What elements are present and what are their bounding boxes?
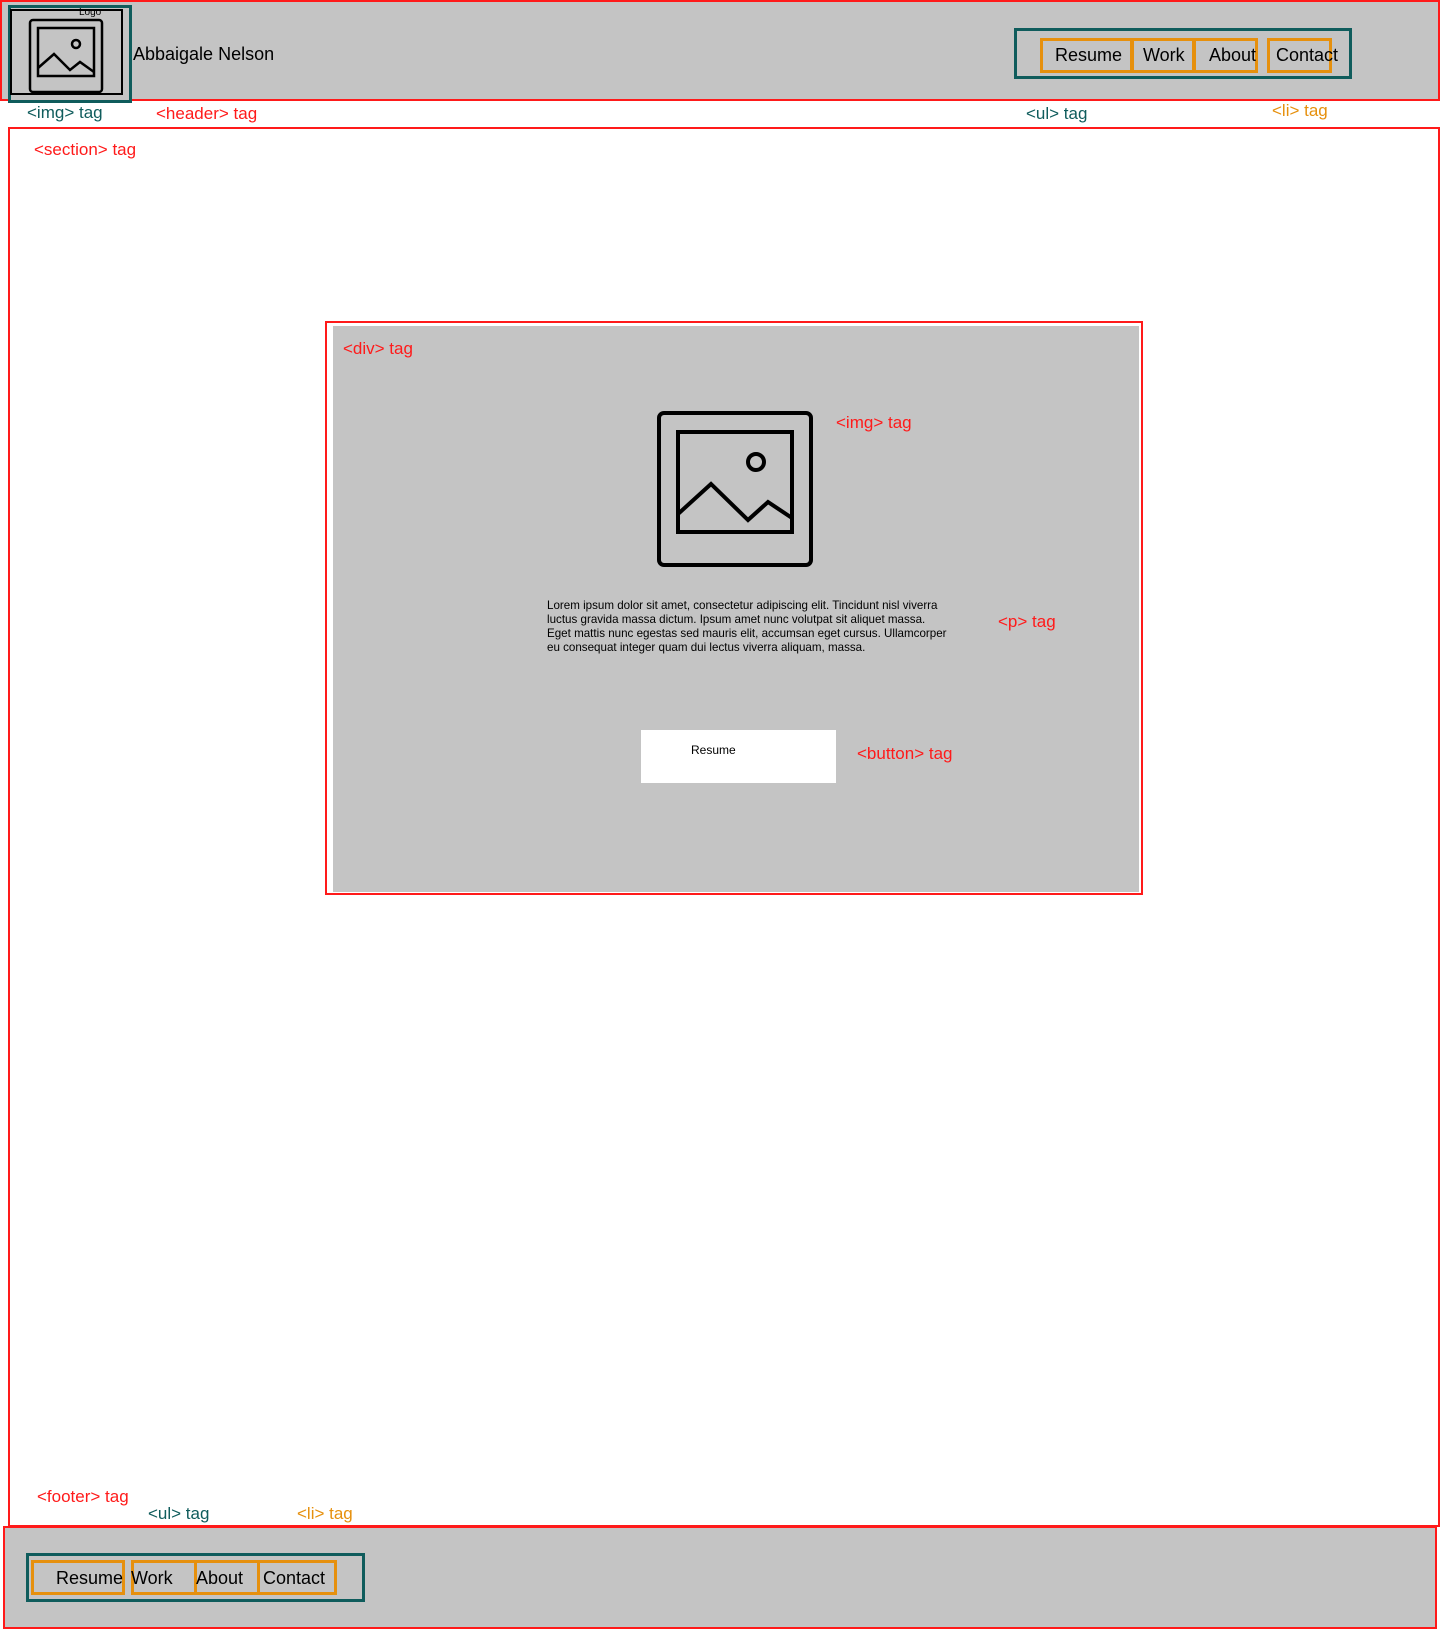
paragraph-line: eu consequat integer quam dui lectus viv… bbox=[547, 641, 866, 654]
annotation-header: <header> tag bbox=[156, 104, 258, 123]
content-div-fill bbox=[333, 326, 1139, 892]
paragraph-line: luctus gravida massa dictum. Ipsum amet … bbox=[547, 613, 926, 626]
annotation-footer-li: <li> tag bbox=[297, 1504, 353, 1523]
header-nav-label-work: Work bbox=[1143, 45, 1185, 65]
main-paragraph: Lorem ipsum dolor sit amet, consectetur … bbox=[547, 599, 987, 655]
paragraph-line: Lorem ipsum dolor sit amet, consectetur … bbox=[547, 599, 938, 612]
main-image-icon bbox=[656, 410, 814, 568]
annotation-footer: <footer> tag bbox=[37, 1487, 129, 1506]
footer-nav-item-contact[interactable] bbox=[257, 1560, 337, 1595]
header-nav-label-about: About bbox=[1209, 45, 1257, 65]
header-nav-item-contact[interactable] bbox=[1267, 38, 1332, 73]
footer-nav-list bbox=[26, 1553, 365, 1602]
site-name: Abbaigale Nelson bbox=[133, 44, 275, 64]
header-box bbox=[0, 0, 1440, 101]
logo-box bbox=[8, 5, 132, 103]
content-div-box bbox=[325, 321, 1143, 895]
logo-icon bbox=[28, 18, 104, 94]
annotation-button: <button> tag bbox=[857, 744, 953, 763]
resume-button[interactable]: Resume bbox=[641, 730, 836, 783]
footer-nav-label-about: About bbox=[196, 1568, 244, 1588]
annotation-div-img: <img> tag bbox=[836, 413, 912, 432]
annotation-section: <section> tag bbox=[34, 140, 137, 159]
annotation-p: <p> tag bbox=[998, 612, 1056, 631]
annotation-div: <div> tag bbox=[343, 339, 413, 358]
paragraph-line: Eget mattis nunc egestas sed mauris elit… bbox=[547, 627, 947, 640]
footer-nav-label-contact: Contact bbox=[263, 1568, 326, 1588]
footer-nav-label-resume: Resume bbox=[56, 1568, 124, 1588]
header-nav-label-contact: Contact bbox=[1276, 45, 1339, 65]
annotation-header-ul: <ul> tag bbox=[1026, 104, 1088, 123]
footer-nav-item-resume[interactable] bbox=[31, 1560, 125, 1595]
logo-image-frame bbox=[10, 9, 123, 95]
annotation-header-li: <li> tag bbox=[1272, 101, 1328, 120]
annotation-header-img: <img> tag bbox=[27, 103, 103, 122]
resume-button-label: Resume bbox=[691, 743, 736, 757]
header-nav-item-about[interactable] bbox=[1193, 38, 1258, 73]
annotation-footer-ul: <ul> tag bbox=[148, 1504, 210, 1523]
header-nav-label-resume: Resume bbox=[1055, 45, 1123, 65]
footer-box bbox=[3, 1526, 1437, 1629]
footer-nav-label-work: Work bbox=[131, 1568, 173, 1588]
logo-label: Logo bbox=[79, 7, 102, 18]
header-nav-list bbox=[1014, 28, 1352, 79]
